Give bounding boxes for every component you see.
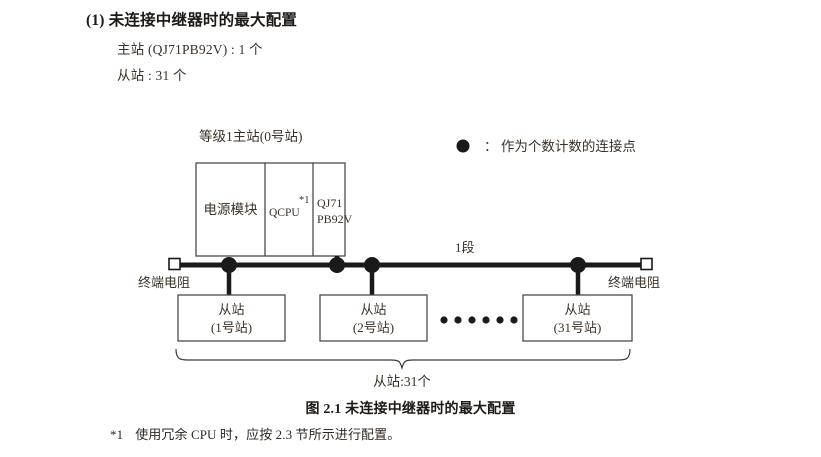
slave-station-label-line2: (31号站) xyxy=(554,320,602,335)
legend-label: ： 作为个数计数的连接点 xyxy=(484,138,636,154)
network-module-label-line1: QJ71 xyxy=(317,196,342,210)
slave-station-box xyxy=(177,294,286,342)
section-title: 未连接中继器时的最大配置 xyxy=(108,12,298,29)
spec-slave-count: 从站 : 31 个 xyxy=(117,68,187,83)
qcpu-footnote-mark: *1 xyxy=(299,195,310,206)
footnote-text: 使用冗余 CPU 时，应按 2.3 节所示进行配置。 xyxy=(135,427,401,442)
figure-caption: 图 2.1 未连接中继器时的最大配置 xyxy=(305,402,516,417)
network-configuration-diagram: ： 作为个数计数的连接点 等级1主站(0号站) 电源模块 QCPU *1 QJ7… xyxy=(0,110,821,395)
section-heading: (1)未连接中继器时的最大配置 xyxy=(86,8,297,30)
terminator-resistor-left-label: 终端电阻 xyxy=(138,275,190,290)
qcpu-label: QCPU xyxy=(269,207,300,219)
slave-group-label: 从站:31个 xyxy=(373,374,431,389)
slave-station-label-line1: 从站 xyxy=(218,302,244,317)
footnote-mark: *1 xyxy=(110,427,124,442)
segment-label: 1段 xyxy=(455,240,475,255)
connection-point-dot xyxy=(329,257,345,273)
power-module-label: 电源模块 xyxy=(204,202,258,217)
slave-station-label-line2: (1号站) xyxy=(211,320,252,335)
terminator-resistor-right-label: 终端电阻 xyxy=(608,275,660,290)
slave-station-box xyxy=(319,294,428,342)
ellipsis-dots xyxy=(440,316,518,324)
slave-station-label-line1: 从站 xyxy=(564,302,590,317)
spec-master-count: 主站 (QJ71PB92V) : 1 个 xyxy=(117,42,263,57)
section-number: (1) xyxy=(86,12,105,29)
slave-station-box xyxy=(522,294,633,342)
terminator-resistor-right-icon xyxy=(640,257,653,271)
master-station-box xyxy=(195,162,346,257)
slave-station-label-line2: (2号站) xyxy=(353,320,394,335)
slave-station-label-line1: 从站 xyxy=(360,302,386,317)
legend-dot-marker-icon xyxy=(456,139,470,153)
network-module-label-line2: PB92V xyxy=(317,212,353,226)
slave-group-brace xyxy=(175,348,631,371)
master-station-label: 等级1主站(0号站) xyxy=(199,128,303,144)
terminator-resistor-left-icon xyxy=(168,257,181,271)
footnote: *1 使用冗余 CPU 时，应按 2.3 节所示进行配置。 xyxy=(110,424,400,443)
